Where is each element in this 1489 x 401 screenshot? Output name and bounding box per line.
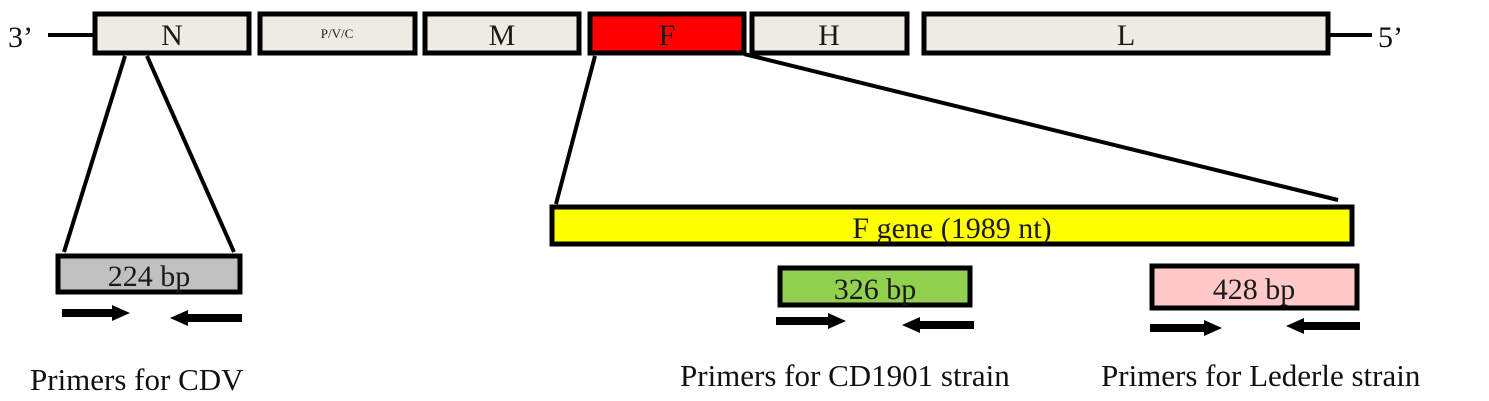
gene-label-h: H	[818, 19, 840, 52]
gene-box-l	[921, 11, 1331, 56]
gene-box-f	[587, 11, 747, 56]
gene-box-m	[422, 11, 582, 56]
primer-forward-arrow-cd1901	[776, 313, 846, 329]
amplicon-label-lederle: 428 bp	[1213, 273, 1296, 306]
zoom-line-f-right	[743, 52, 1339, 202]
amplicon-box-cdv	[55, 253, 243, 295]
gene-label-n: N	[161, 19, 183, 52]
gene-label-pvc: P/V/C	[321, 26, 354, 41]
amplicon-box-cd1901	[777, 265, 973, 308]
primer-reverse-arrow-lederle	[1286, 318, 1360, 334]
gene-label-m: M	[489, 19, 516, 52]
f-gene-bar	[549, 204, 1355, 247]
primer-forward-arrow-cdv	[62, 305, 130, 321]
amplicon-box-lederle	[1149, 263, 1360, 311]
primer-reverse-arrow-cdv	[170, 310, 242, 326]
primer-forward-arrow-lederle	[1150, 320, 1222, 336]
gene-box-h	[749, 11, 910, 56]
primer-reverse-arrow-cd1901	[902, 317, 974, 333]
zoom-line-n-left	[62, 55, 127, 253]
caption-primers-lederle: Primers for Lederle strain	[1101, 358, 1421, 393]
genome-end-3prime: 3’	[8, 21, 33, 54]
f-gene-label: F gene (1989 nt)	[852, 212, 1051, 245]
zoom-line-f-left	[554, 55, 597, 205]
gene-label-l: L	[1117, 19, 1135, 52]
amplicon-label-cd1901: 326 bp	[834, 273, 917, 306]
caption-primers-cdv: Primers for CDV	[30, 362, 244, 397]
amplicon-label-cdv: 224 bp	[108, 260, 191, 293]
gene-box-pvc	[257, 11, 418, 56]
zoom-line-n-right	[145, 55, 236, 253]
gene-label-f: F	[659, 19, 676, 52]
caption-primers-cd1901: Primers for CD1901 strain	[680, 358, 1010, 393]
gene-box-n	[92, 11, 252, 56]
genome-end-5prime: 5’	[1378, 21, 1403, 54]
